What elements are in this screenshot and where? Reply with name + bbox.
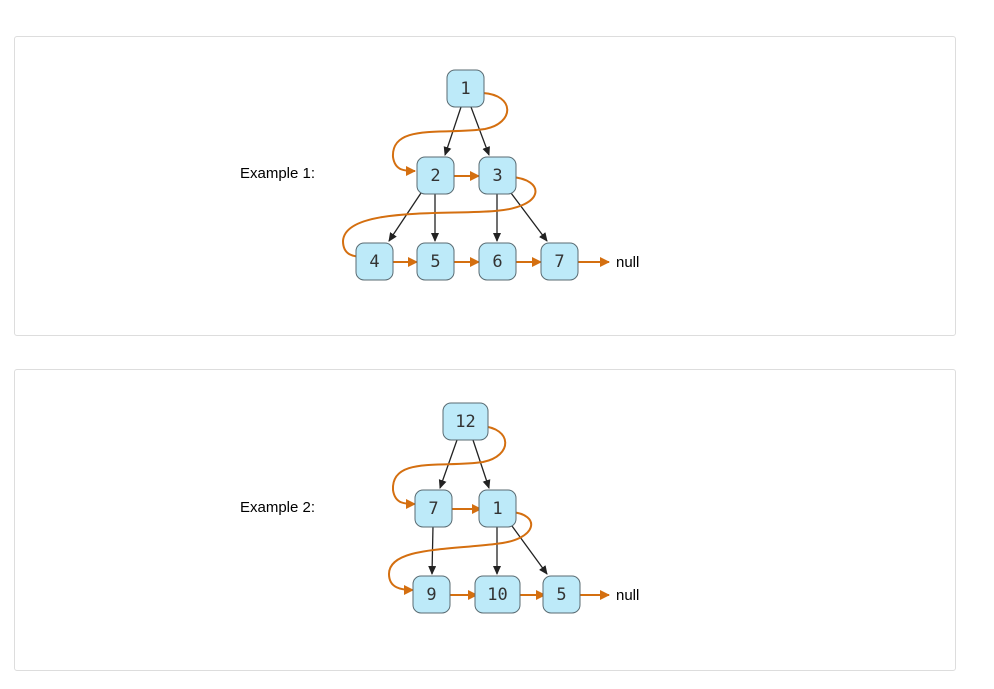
- tree-node: 6: [478, 242, 517, 281]
- tree-node: 4: [355, 242, 394, 281]
- tree-node: 2: [416, 156, 455, 195]
- example-2-panel: Example 2: 12 7: [14, 369, 956, 671]
- svg-text:4: 4: [369, 252, 379, 272]
- example-1-diagram: 1 2 3 4 5 6 7 null: [341, 69, 639, 281]
- null-label: null: [616, 587, 639, 604]
- example-2-diagram: 12 7 1 9 10 5 null: [387, 402, 639, 614]
- tree-node: 5: [542, 575, 581, 614]
- svg-text:6: 6: [492, 252, 502, 272]
- svg-text:3: 3: [492, 166, 502, 186]
- next-pointer-3-4: [341, 176, 537, 262]
- svg-text:7: 7: [554, 252, 564, 272]
- svg-text:1: 1: [460, 79, 470, 99]
- next-pointer-1-2: [391, 92, 509, 176]
- svg-text:5: 5: [430, 252, 440, 272]
- tree-edge-1-5: [511, 525, 548, 575]
- next-pointer-12-7: [391, 425, 507, 509]
- tree-node: 12: [442, 402, 489, 441]
- tree-node: 10: [474, 575, 521, 614]
- example-1-panel: Example 1: 1 2: [14, 36, 956, 336]
- example-2-label: Example 2:: [240, 499, 316, 516]
- tree-node: 7: [540, 242, 579, 281]
- tree-edge-12-1: [472, 439, 491, 489]
- svg-text:7: 7: [428, 499, 438, 519]
- next-pointer-1-9: [387, 511, 533, 595]
- svg-text:12: 12: [455, 412, 475, 432]
- tree-node: 1: [478, 489, 517, 528]
- svg-text:2: 2: [430, 166, 440, 186]
- tree-edge-2-4: [388, 192, 422, 242]
- example-1-label: Example 1:: [240, 165, 316, 182]
- svg-text:5: 5: [556, 585, 566, 605]
- tree-node: 1: [446, 69, 485, 108]
- svg-text:1: 1: [492, 499, 502, 519]
- tree-edge-1-3: [470, 106, 490, 156]
- tree-edge-3-7: [510, 192, 548, 242]
- tree-node: 3: [478, 156, 517, 195]
- svg-text:10: 10: [487, 585, 507, 605]
- svg-text:9: 9: [426, 585, 436, 605]
- null-label: null: [616, 254, 639, 271]
- tree-node: 9: [412, 575, 451, 614]
- tree-node: 7: [414, 489, 453, 528]
- tree-node: 5: [416, 242, 455, 281]
